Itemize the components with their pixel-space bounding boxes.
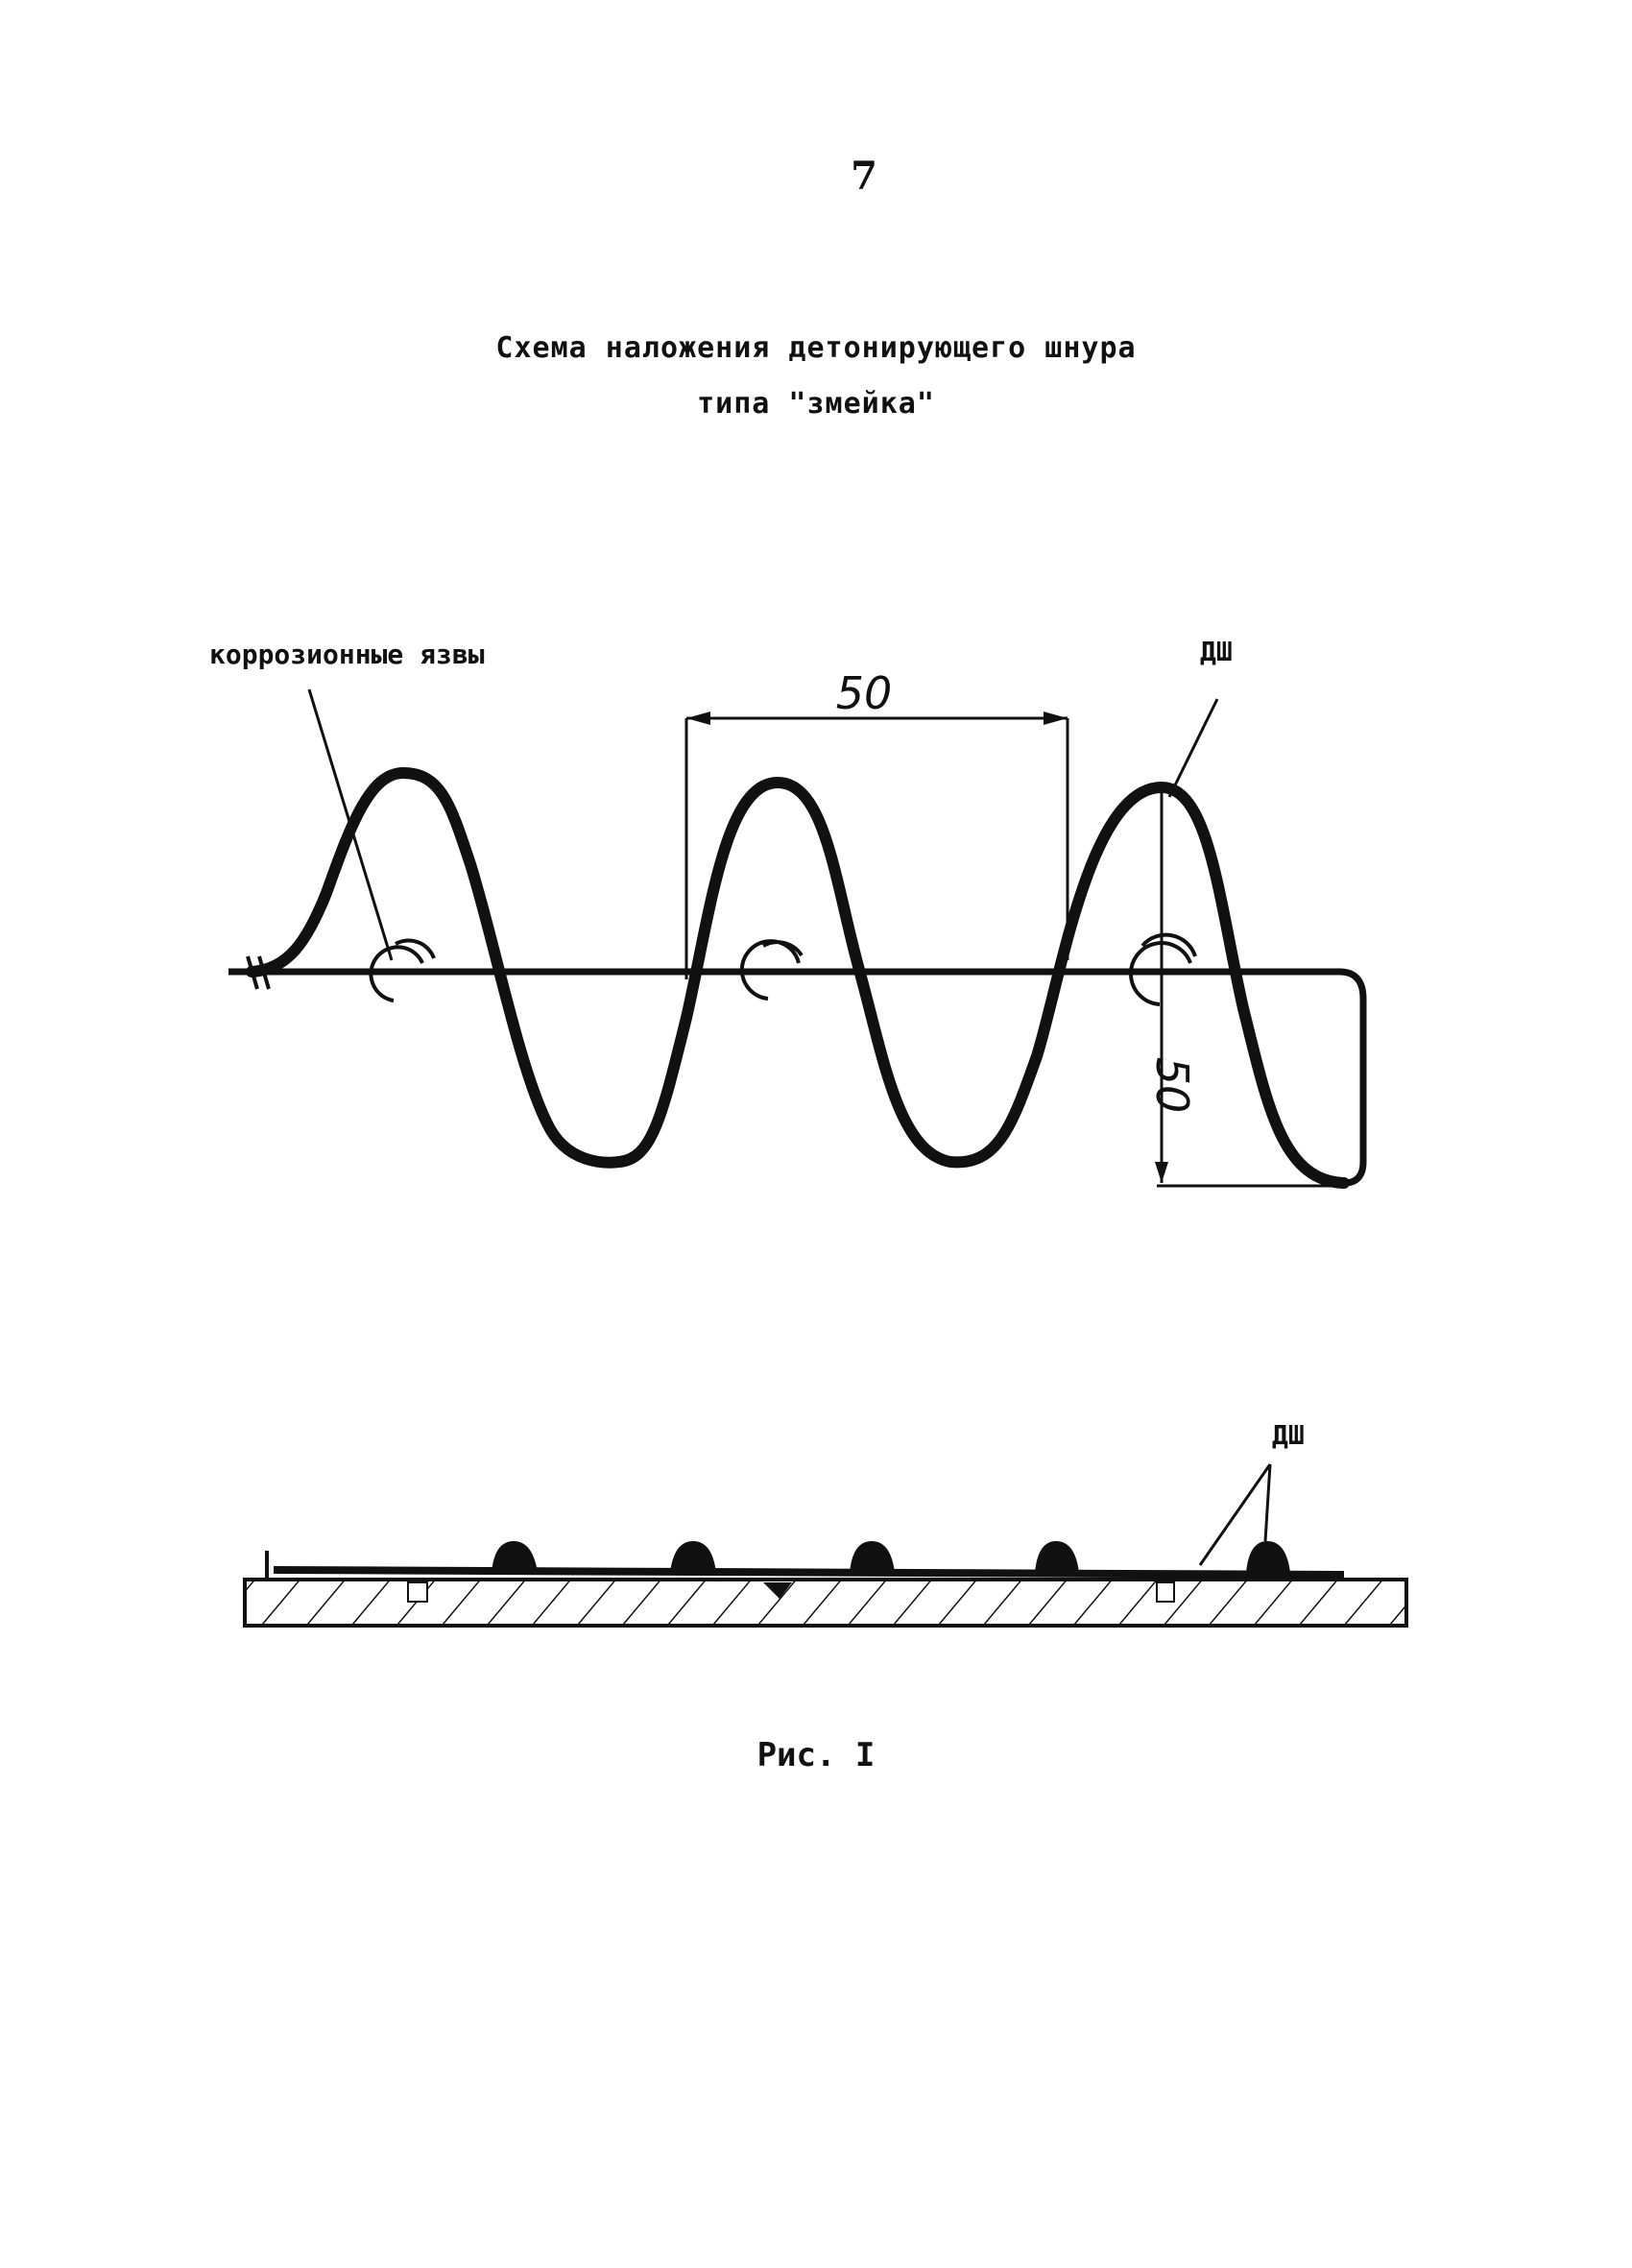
horizontal-dimension: 50	[684, 667, 1069, 979]
cord-section-5	[1246, 1541, 1290, 1573]
serpentine-cord	[246, 767, 1350, 1189]
cord-section-2	[670, 1541, 716, 1573]
diagram-title-line1: Схема наложения детонирующего шнура	[495, 331, 1137, 365]
cross-section-view	[243, 1463, 1408, 1628]
cord-section-1	[492, 1541, 538, 1573]
vertical-dimension-value: 50	[1146, 1057, 1198, 1114]
diagram-title-line2: типа "змейка"	[697, 387, 935, 421]
figure-caption: Рис. I	[756, 1736, 876, 1774]
cord-section-3	[850, 1541, 895, 1573]
dsh-bottom-leader-line-1	[1198, 1463, 1272, 1566]
dsh-bottom-leader-line-2	[1263, 1463, 1272, 1542]
detonating-cord-label-bottom: ДШ	[1272, 1419, 1305, 1451]
page-number: 7	[851, 154, 877, 199]
dsh-top-leader-line	[1167, 698, 1219, 798]
straight-cord-line	[228, 968, 1367, 1187]
corrosion-leader-line	[307, 688, 394, 961]
horizontal-dimension-value: 50	[836, 667, 893, 719]
corrosion-pit-1	[369, 938, 436, 1002]
vertical-dimension: 50	[1146, 789, 1344, 1188]
corrosion-pit-3	[1129, 932, 1197, 1006]
cord-on-surface	[273, 1566, 1345, 1579]
corrosion-pit-2	[739, 939, 804, 1001]
metal-plate	[243, 1578, 1408, 1628]
detonating-cord-label-top: ДШ	[1200, 636, 1233, 667]
corrosion-pits-label: коррозионные язвы	[209, 639, 485, 670]
cord-section-4	[1035, 1541, 1079, 1573]
